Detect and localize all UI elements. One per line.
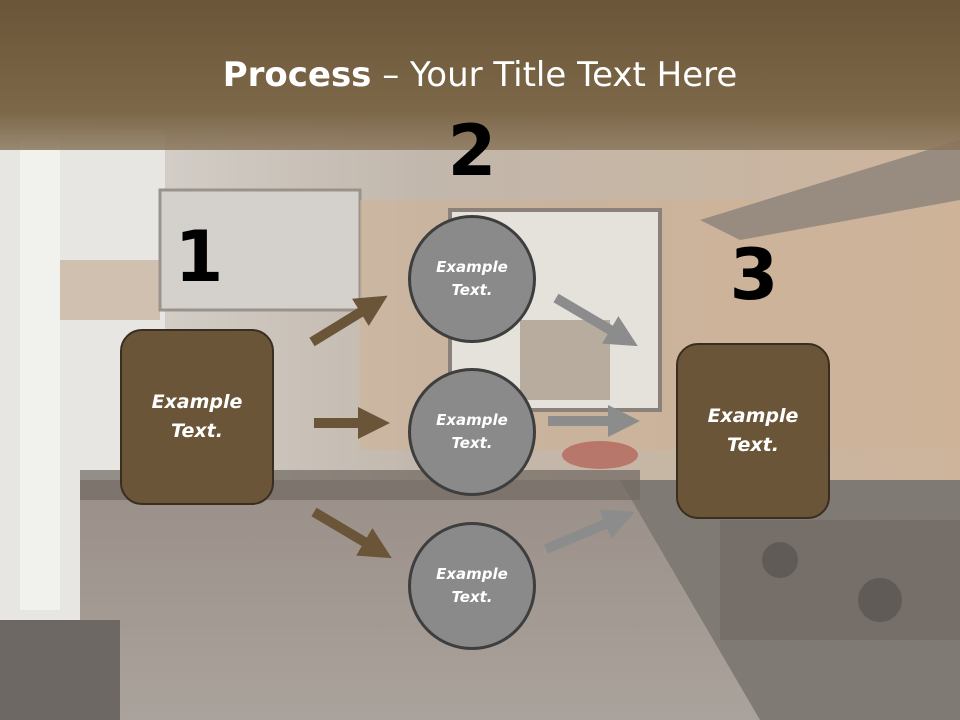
step-3-box: Example Text. [676,343,830,519]
slide-title: Process – Your Title Text Here [0,54,960,96]
arrow-to-circle-1 [309,295,388,347]
step-3-text: Example Text. [707,405,799,456]
circle-1-text: Example Text. [436,258,508,299]
step-1-text: Example Text. [151,391,243,442]
circle-2-text: Example Text. [436,411,508,452]
circle-2: Example Text. [408,368,536,496]
step-1-box: Example Text. [120,329,274,505]
arrow-from-circle-1 [553,293,638,347]
title-rest: – Your Title Text Here [371,55,738,95]
circle-3-text: Example Text. [436,565,508,606]
arrow-from-circle-3 [544,509,635,554]
title-bold: Process [222,55,372,95]
step-number-2: 2 [447,110,497,192]
arrow-to-circle-3 [311,507,392,559]
step-number-1: 1 [174,216,224,298]
circle-3: Example Text. [408,522,536,650]
step-number-3: 3 [729,234,779,316]
circle-1: Example Text. [408,215,536,343]
